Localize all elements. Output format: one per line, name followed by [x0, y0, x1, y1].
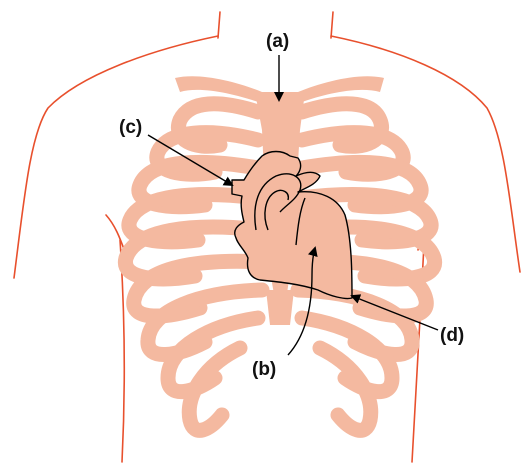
heart-body — [232, 152, 352, 299]
label-a: (a) — [266, 31, 289, 52]
label-d: (d) — [440, 325, 464, 346]
left-ribs — [125, 104, 264, 431]
neck-left-line — [218, 12, 220, 38]
neck-right-line — [331, 12, 333, 38]
label-b: (b) — [252, 359, 276, 380]
label-c: (c) — [119, 117, 142, 138]
heart — [232, 152, 352, 299]
